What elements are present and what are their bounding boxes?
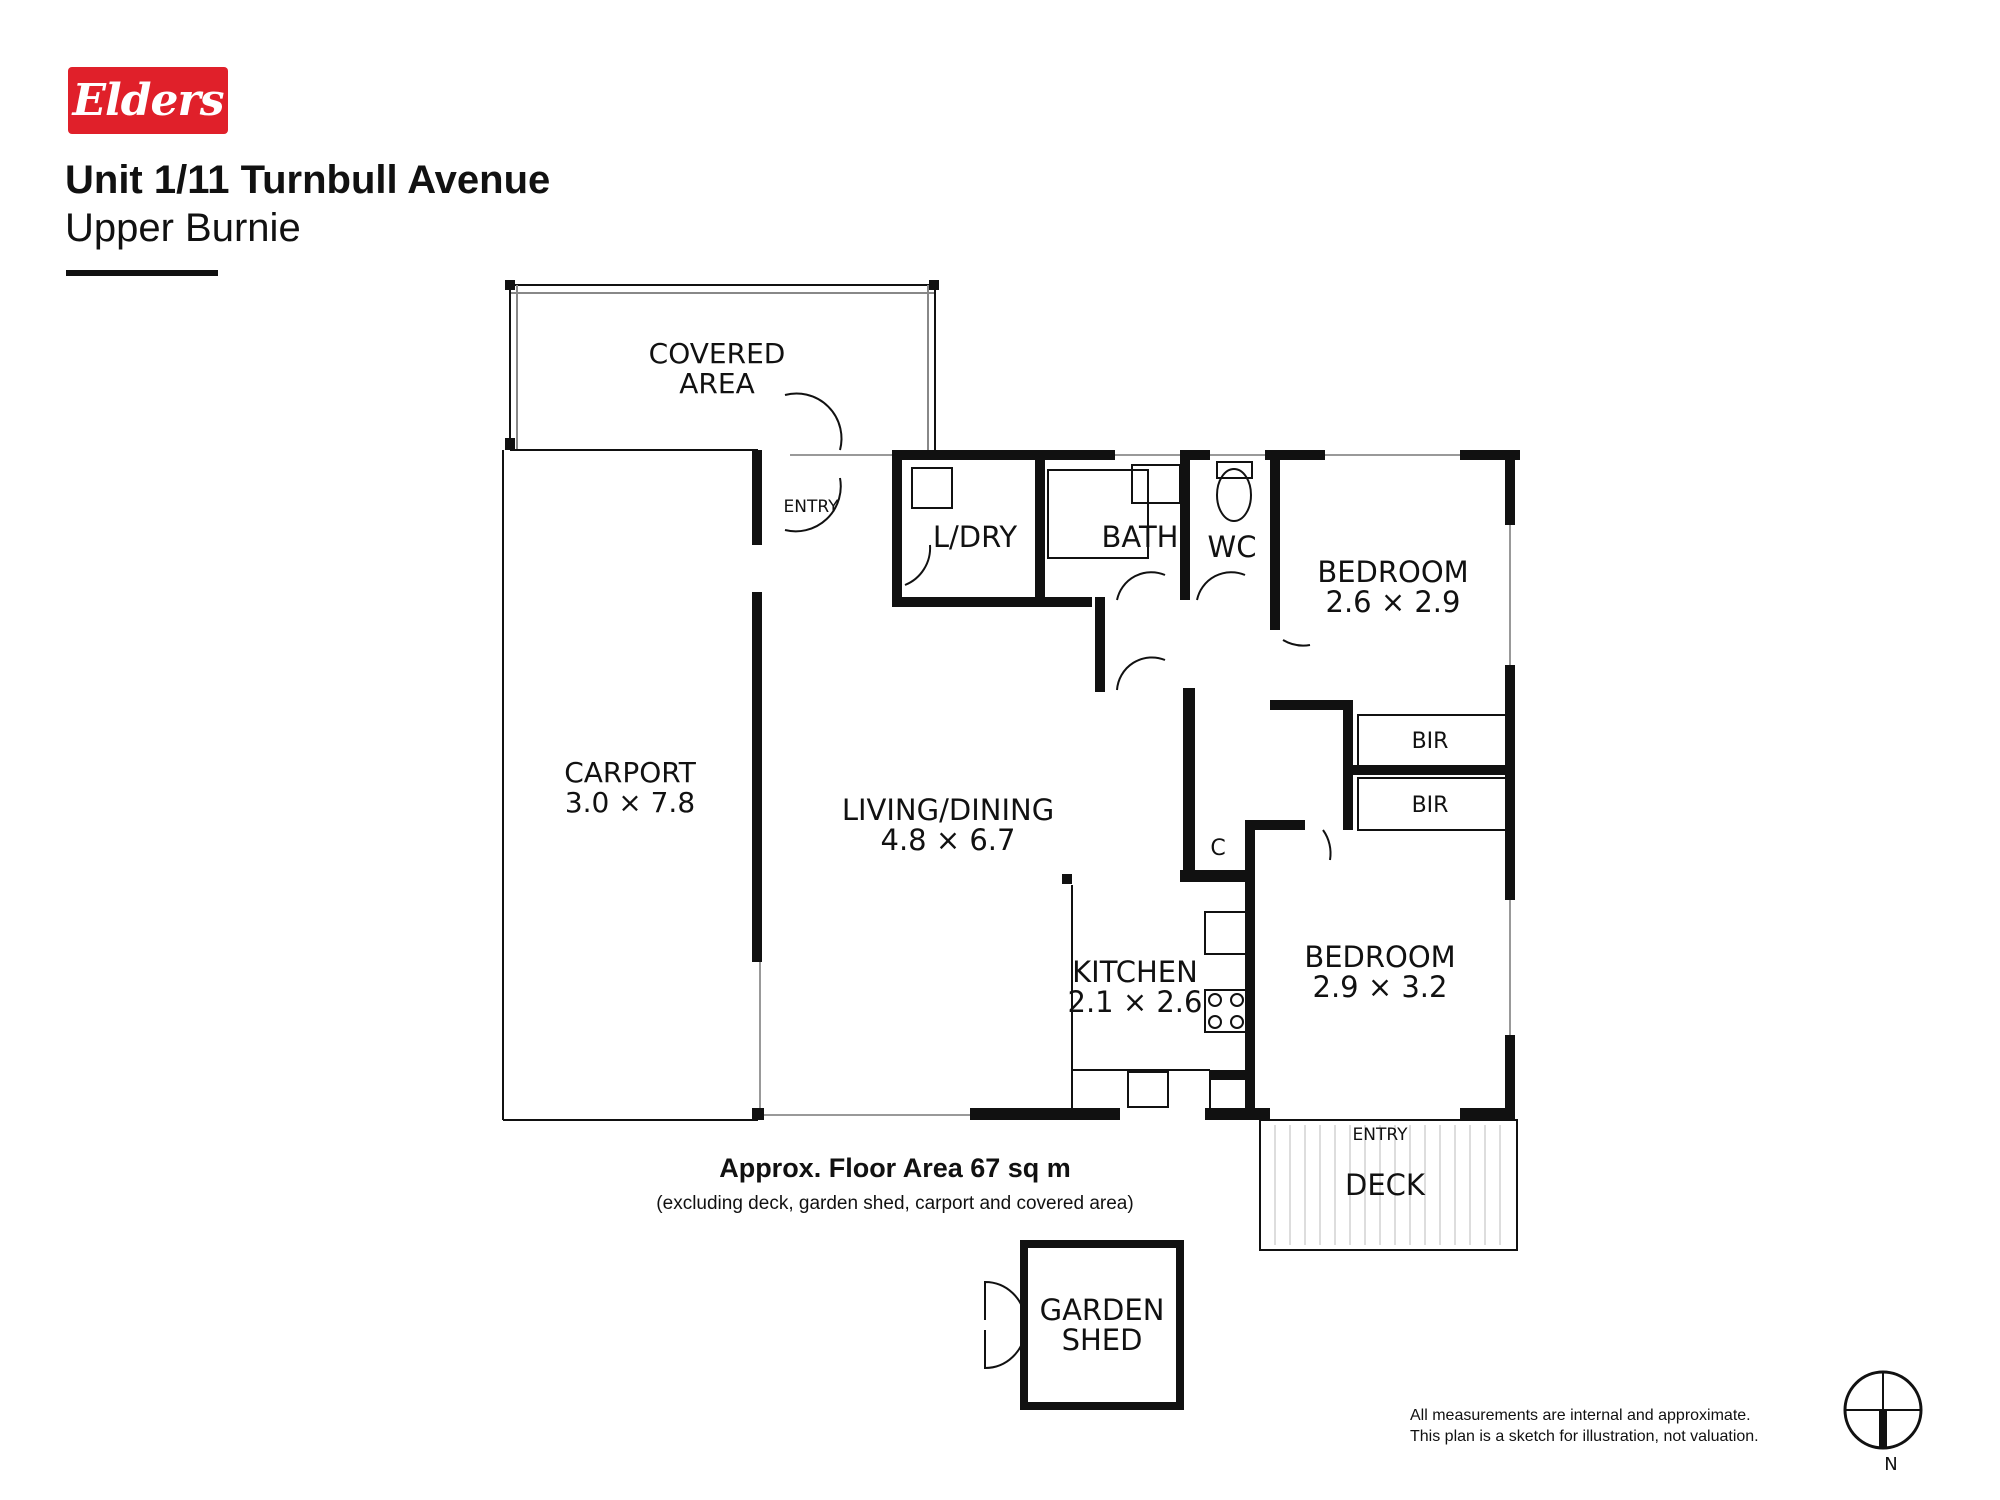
wc-label: WC <box>1208 530 1257 564</box>
bath-label: BATH <box>1101 520 1178 554</box>
title-underline <box>66 270 218 276</box>
deck-label: DECK <box>1345 1168 1426 1202</box>
north-arrow-icon <box>1843 1370 1923 1450</box>
cupboard-label: C <box>1210 836 1225 861</box>
laundry-label: L/DRY <box>933 520 1018 554</box>
bir1-label: BIR <box>1412 729 1449 754</box>
entry-top-label: ENTRY <box>784 497 840 517</box>
address-line-1: Unit 1/11 Turnbull Avenue <box>65 158 551 202</box>
bir2-label: BIR <box>1412 793 1449 818</box>
elders-logo: Elders <box>68 67 228 134</box>
disclaimer-line-1: All measurements are internal and approx… <box>1410 1407 1751 1424</box>
living-label: LIVING/DINING <box>842 793 1054 827</box>
bedroom1-label: BEDROOM <box>1317 555 1468 589</box>
address-line-2: Upper Burnie <box>65 206 301 250</box>
garden-shed-label-2: SHED <box>1062 1323 1143 1357</box>
covered-area-label-2: AREA <box>679 367 754 400</box>
entry-deck-label: ENTRY <box>1353 1125 1409 1145</box>
kitchen-dimensions: 2.1 × 2.6 <box>1068 985 1203 1019</box>
bedroom2-dimensions: 2.9 × 3.2 <box>1313 970 1448 1004</box>
disclaimer: All measurements are internal and approx… <box>1410 1405 1759 1447</box>
covered-area-label-1: COVERED <box>649 337 786 370</box>
carport-label: CARPORT <box>564 756 697 789</box>
floor-area-note: (excluding deck, garden shed, carport an… <box>656 1193 1134 1214</box>
kitchen-label: KITCHEN <box>1072 955 1198 989</box>
carport-dimensions: 3.0 × 7.8 <box>565 786 695 819</box>
bedroom1-dimensions: 2.6 × 2.9 <box>1326 585 1461 619</box>
floor-area-title: Approx. Floor Area 67 sq m <box>719 1153 1071 1183</box>
disclaimer-line-2: This plan is a sketch for illustration, … <box>1410 1428 1759 1445</box>
garden-shed-label-1: GARDEN <box>1040 1293 1165 1327</box>
living-dimensions: 4.8 × 6.7 <box>881 823 1016 857</box>
north-label: N <box>1884 1454 1897 1475</box>
bedroom2-label: BEDROOM <box>1304 940 1455 974</box>
